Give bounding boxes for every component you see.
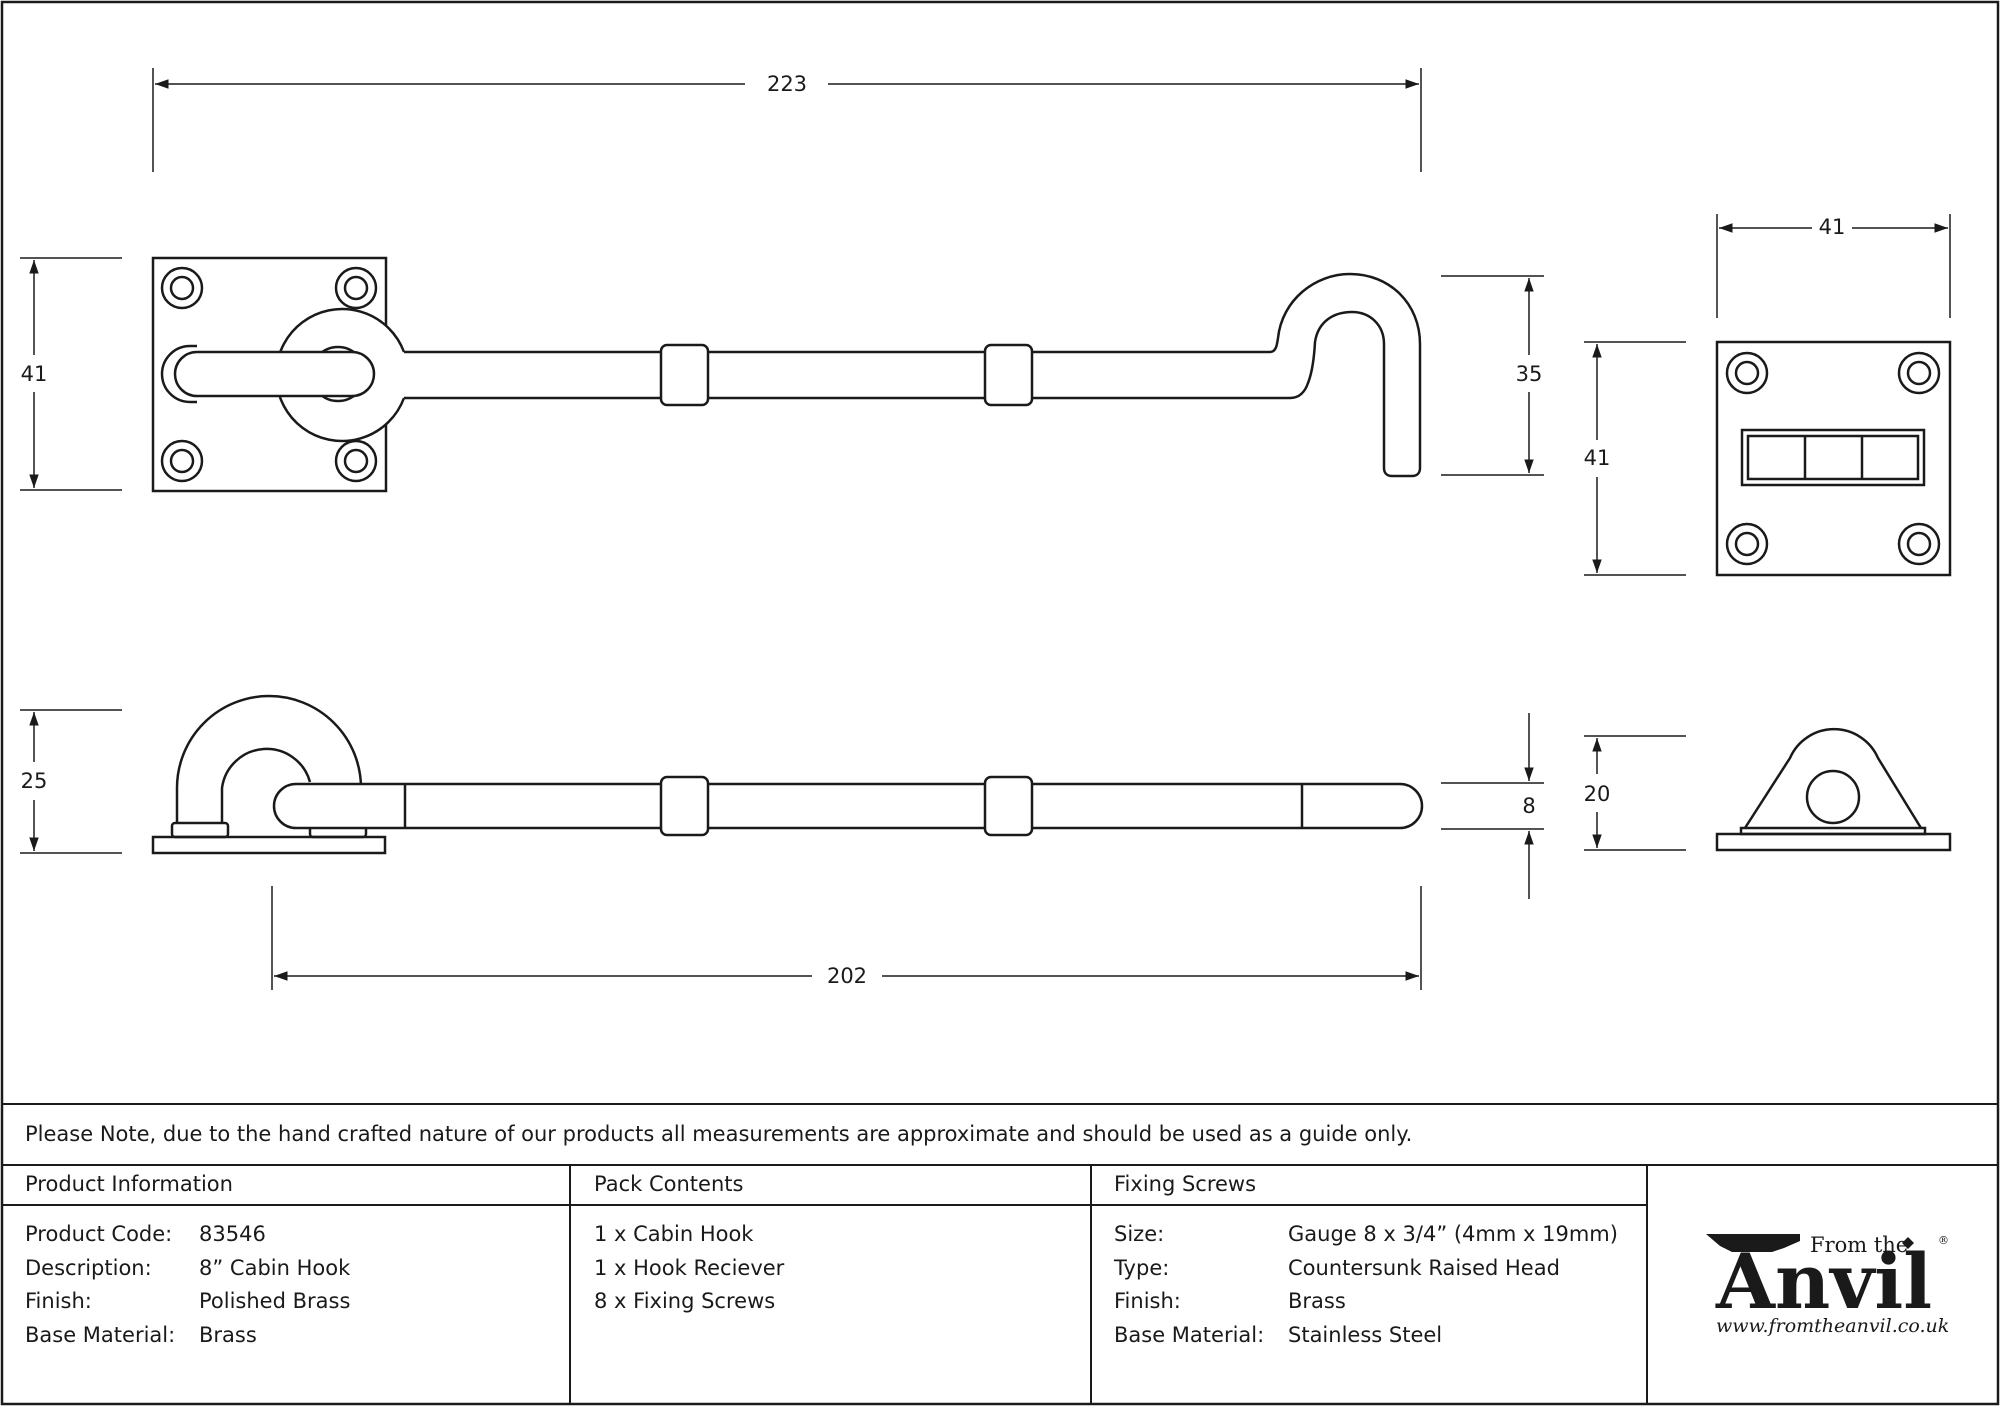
fixing-screws-label: Finish: [1114, 1289, 1181, 1313]
brand-logo: From the ® Anvil www.fromtheanvil.co.uk [1706, 1233, 1949, 1337]
fixing-screws-value: Brass [1288, 1289, 1346, 1313]
fixing-screws-value: Countersunk Raised Head [1288, 1256, 1560, 1280]
receiver-side-view [1715, 727, 1952, 852]
brand-url: www.fromtheanvil.co.uk [1716, 1315, 1949, 1337]
info-table-grid [2, 1103, 1998, 1404]
product-info-header: Product Information [25, 1172, 233, 1196]
dim-plate-height: 41 [21, 362, 48, 386]
fixing-screws-header: Fixing Screws [1114, 1172, 1257, 1196]
receiver-slot [1740, 428, 1926, 487]
product-info-value: 8” Cabin Hook [199, 1256, 351, 1280]
dim-bar-thickness: 8 [1522, 794, 1535, 818]
product-info-value: 83546 [199, 1222, 266, 1246]
screw-holes-front [160, 266, 378, 483]
product-info-label: Base Material: [25, 1323, 176, 1347]
product-info-label: Finish: [25, 1289, 92, 1313]
side-base-plate [151, 835, 387, 855]
hook-front-view [151, 256, 1422, 493]
product-info-label: Product Code: [25, 1222, 173, 1246]
fixing-screws-value: Gauge 8 x 3/4” (4mm x 19mm) [1288, 1222, 1618, 1246]
dimension-lines [20, 68, 1951, 990]
dim-receiver-width: 41 [1819, 215, 1846, 239]
diamond-icon [1902, 1237, 1914, 1249]
side-bar [272, 782, 1424, 830]
dimension-labels: 223 41 35 41 41 25 8 20 202 [21, 72, 1846, 988]
fixing-screws-label: Base Material: [1114, 1323, 1265, 1347]
fixing-screws-label: Type: [1114, 1256, 1170, 1280]
product-info-label: Description: [25, 1256, 152, 1280]
anvil-icon [1706, 1234, 1800, 1252]
pack-contents-item: 1 x Cabin Hook [594, 1222, 754, 1246]
dim-side-height: 25 [21, 769, 48, 793]
brand-from-the: From the [1810, 1233, 1908, 1257]
brand-name: Anvil [1715, 1237, 1932, 1326]
product-info-value: Polished Brass [199, 1289, 351, 1313]
dim-overall-length: 223 [767, 72, 807, 96]
measurement-note: Please Note, due to the hand crafted nat… [25, 1122, 1413, 1146]
pack-contents-header: Pack Contents [594, 1172, 744, 1196]
pack-contents-item: 8 x Fixing Screws [594, 1289, 776, 1313]
dim-hook-height: 35 [1516, 362, 1543, 386]
dim-bar-length: 202 [827, 964, 867, 988]
hook-pivot-pin [173, 350, 376, 398]
receiver-front-view [1715, 340, 1952, 577]
pack-contents-item: 1 x Hook Reciever [594, 1256, 785, 1280]
dim-receiver-height: 41 [1584, 446, 1611, 470]
fixing-screws-label: Size: [1114, 1222, 1165, 1246]
hook-bar [404, 272, 1422, 478]
product-info-value: Brass [199, 1323, 257, 1347]
dim-receiver-side-height: 20 [1584, 782, 1611, 806]
fixing-screws-value: Stainless Steel [1288, 1323, 1443, 1347]
brand-registered-mark: ® [1938, 1234, 1949, 1247]
side-eye-outer [175, 694, 363, 823]
hook-side-view [151, 694, 1424, 855]
